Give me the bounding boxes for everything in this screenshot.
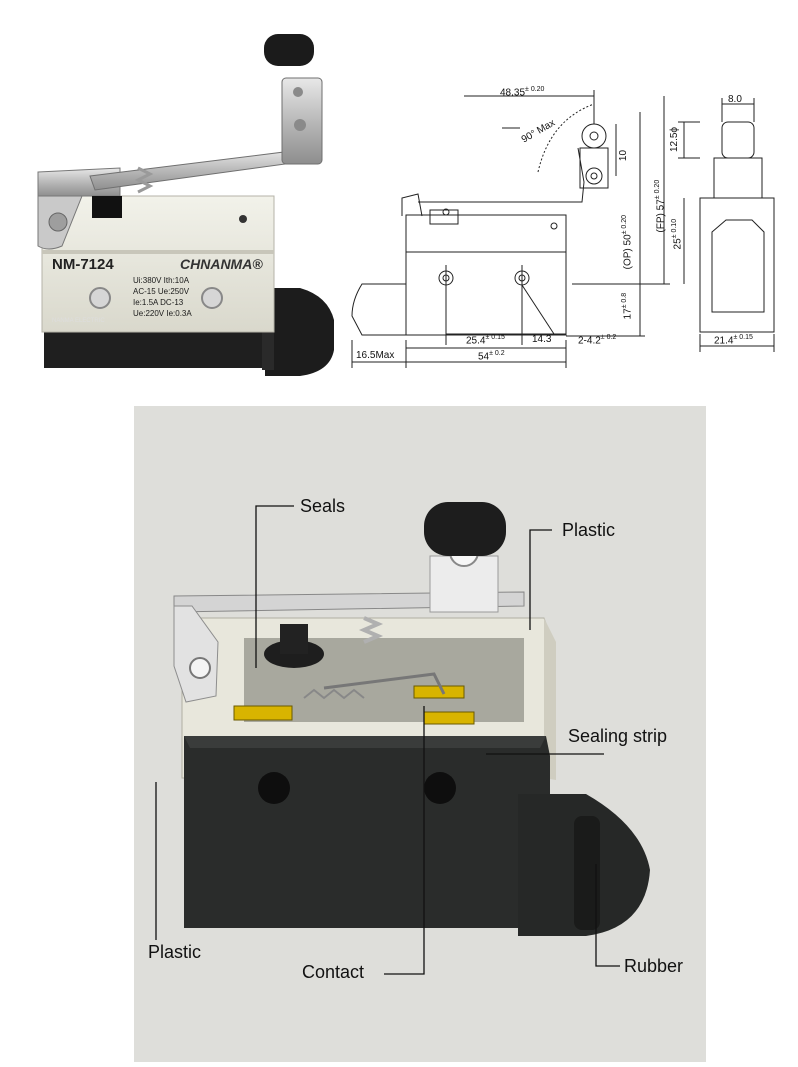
brand-label: CHNANMA®	[180, 256, 263, 272]
callout-plastic-top: Plastic	[562, 520, 616, 540]
dim-roller-diameter: 12.5ϕ	[669, 126, 681, 153]
switch-illustration	[37, 34, 334, 376]
rating-line: Ue:220V Ie:0.3A	[133, 309, 192, 318]
callout-sealing-strip: Sealing strip	[568, 726, 668, 746]
product-photo: NM-7124 CHNANMA® Ui:380V Ith:10A AC-15 U…	[0, 0, 340, 390]
callout-rubber: Rubber	[624, 956, 684, 976]
maker-label: NANMA ELECTRIC	[52, 318, 105, 324]
callout-contact: Contact	[302, 962, 365, 982]
cutaway-illustration	[155, 502, 650, 975]
dim-fp: (FP) 57± 0.20	[654, 179, 667, 233]
callout-plastic-left: Plastic	[148, 942, 202, 962]
cutaway-panel: Seals Plastic Sealing strip Plastic Cont…	[134, 406, 706, 1062]
dim-hole-pitch: 25.4± 0.15	[466, 334, 505, 347]
dim-body-height: 17± 0.8	[621, 292, 634, 320]
drawing-lines	[351, 90, 775, 368]
rating-line: Ie:1.5A DC-13	[133, 298, 184, 307]
dim-roller-height: 10	[618, 149, 630, 162]
callout-seals: Seals	[300, 496, 346, 516]
dim-hole-offset: 14.3	[532, 334, 552, 345]
dim-width: 21.4± 0.15	[714, 334, 753, 347]
dim-length: 54± 0.2	[478, 350, 505, 363]
dim-side-height: 25± 0.10	[671, 218, 684, 250]
dim-op: (OP) 50± 0.20	[621, 214, 634, 270]
rating-line: AC-15 Ue:250V	[133, 287, 190, 296]
rating-line: Ui:380V Ith:10A	[133, 276, 190, 285]
dimension-drawing: 48.35± 0.20 90° Max 10 (OP) 50± 0.20 (FP…	[340, 0, 798, 390]
dim-overall: 48.35± 0.20	[500, 86, 545, 99]
dim-top-width: 8.0	[728, 94, 742, 105]
dim-holes: 2-4.2± 0.2	[578, 334, 617, 347]
dim-plunger: 16.5Max	[356, 350, 395, 361]
model-label: NM-7124	[52, 256, 114, 273]
